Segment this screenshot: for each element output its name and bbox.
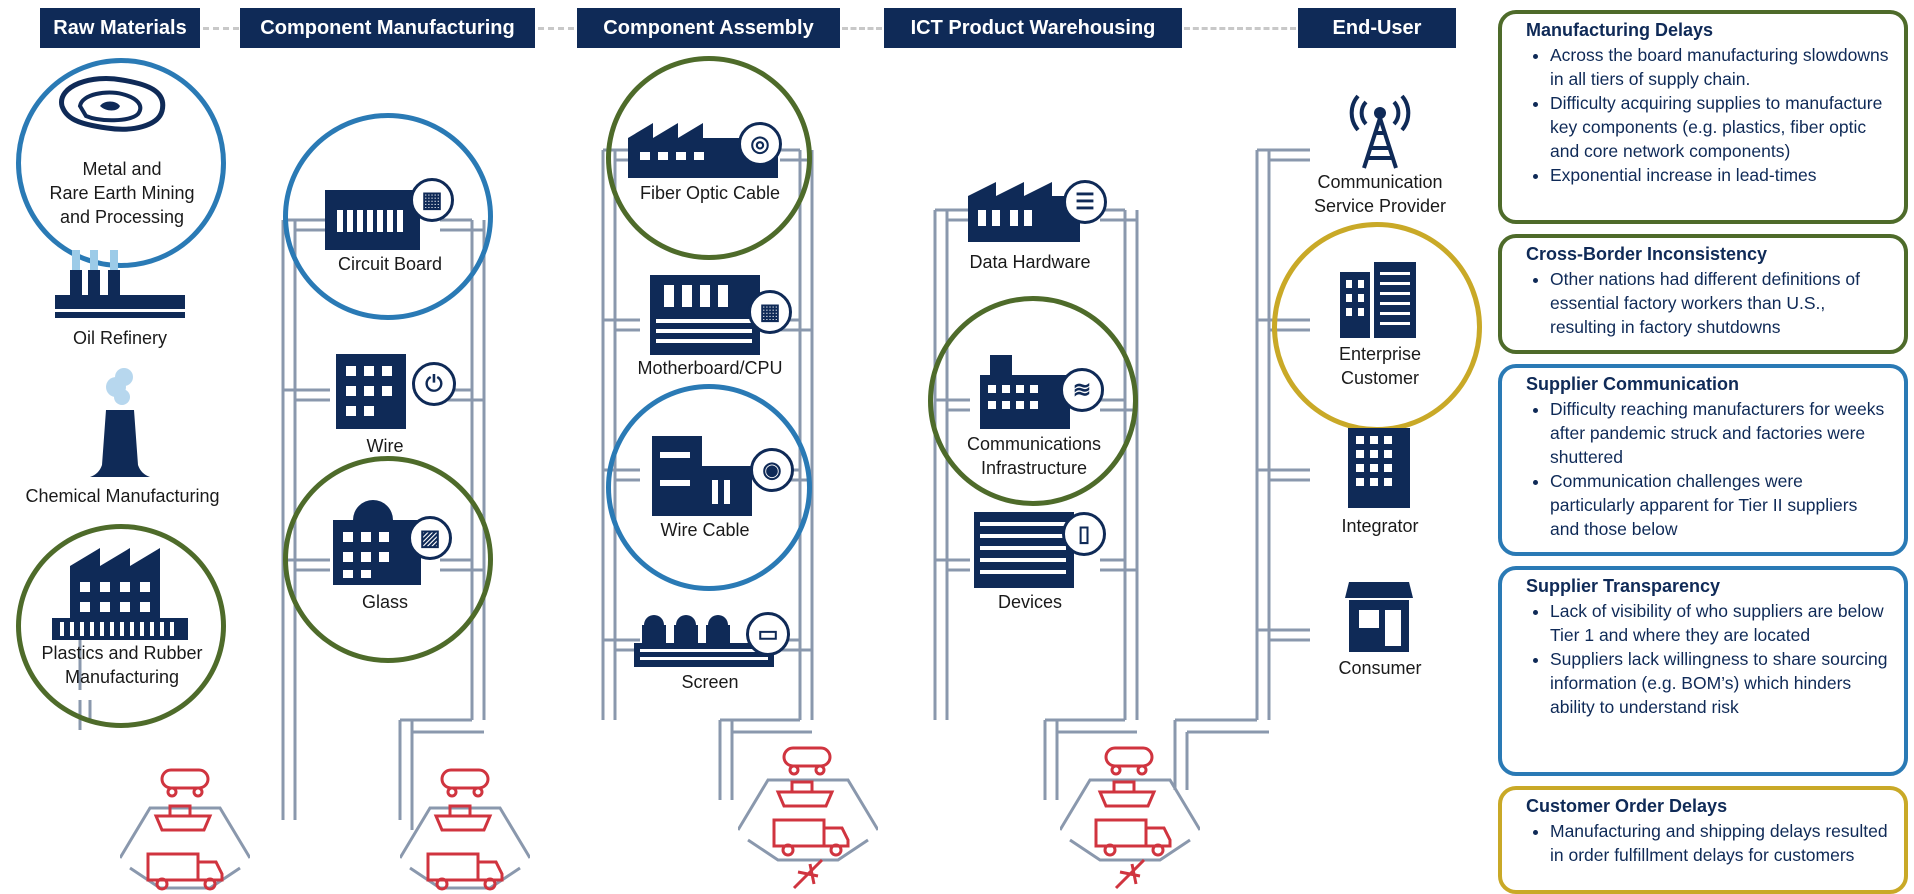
highlight-ring-mining bbox=[16, 58, 226, 268]
csp-label-line2: Service Provider bbox=[1313, 196, 1447, 216]
consumer-label: Consumer bbox=[1338, 658, 1422, 678]
csp-label-line1: Communication bbox=[1317, 172, 1443, 192]
header-divider bbox=[203, 27, 239, 30]
issue-title: Manufacturing Delays bbox=[1526, 20, 1714, 40]
plug-icon: ⏻ bbox=[412, 362, 456, 406]
glass-label: Glass bbox=[361, 592, 408, 612]
mine-icon bbox=[59, 75, 166, 132]
chip-icon: ▦ bbox=[410, 178, 454, 222]
header-component-manufacturing: Component Manufacturing bbox=[240, 8, 535, 48]
issue-bullet: Other nations had different definitions … bbox=[1550, 267, 1890, 339]
issue-title: Customer Order Delays bbox=[1526, 796, 1728, 816]
integrator-label: Integrator bbox=[1341, 516, 1419, 536]
enterprise-building-icon bbox=[1340, 262, 1416, 338]
motherboard-factory-icon bbox=[650, 275, 760, 355]
enterprise-label-line2: Customer bbox=[1340, 368, 1420, 388]
glass-factory-icon bbox=[333, 500, 421, 585]
refinery-icon bbox=[55, 250, 185, 318]
transport-hub-4 bbox=[1060, 746, 1200, 890]
refinery-label: Oil Refinery bbox=[72, 328, 168, 348]
storefront-icon bbox=[1345, 582, 1413, 652]
highlight-ring-plastics bbox=[16, 524, 226, 728]
mining-label-line2: Rare Earth Mining bbox=[49, 183, 195, 203]
wire-label: Wire bbox=[366, 436, 404, 456]
issue-box-supplier-transparency: Supplier Transparency Lack of visibility… bbox=[1498, 566, 1908, 776]
issue-bullet: Lack of visibility of who suppliers are … bbox=[1550, 599, 1890, 647]
cpu-icon: ▦ bbox=[748, 290, 792, 334]
header-raw-materials: Raw Materials bbox=[40, 8, 200, 48]
mining-label-line3: and Processing bbox=[59, 207, 185, 227]
cable-coil-icon: ◉ bbox=[750, 448, 794, 492]
fiber-factory-icon bbox=[628, 123, 778, 178]
plastics-label-line1: Plastics and Rubber bbox=[41, 643, 203, 663]
devices-warehouse-icon bbox=[974, 512, 1074, 588]
issue-bullet: Difficulty acquiring supplies to manufac… bbox=[1550, 91, 1890, 163]
data-hardware-label: Data Hardware bbox=[969, 252, 1091, 272]
comms-label-line1: Communications bbox=[966, 434, 1102, 454]
highlight-ring-circuit-board bbox=[283, 113, 493, 320]
header-divider bbox=[538, 27, 574, 30]
issue-title: Supplier Communication bbox=[1526, 374, 1740, 394]
issue-box-customer-order-delays: Customer Order Delays Manufacturing and … bbox=[1498, 786, 1908, 894]
enterprise-label-line1: Enterprise bbox=[1338, 344, 1422, 364]
circuit-board-label: Circuit Board bbox=[337, 254, 443, 274]
chemical-label: Chemical Manufacturing bbox=[25, 486, 220, 506]
issue-bullet: Communication challenges were particular… bbox=[1550, 469, 1890, 541]
cell-tower-icon bbox=[1349, 94, 1411, 169]
fiber-label: Fiber Optic Cable bbox=[639, 183, 781, 203]
issue-bullet: Suppliers lack willingness to share sour… bbox=[1550, 647, 1890, 719]
highlight-ring-glass bbox=[283, 456, 493, 663]
transport-hub-1 bbox=[120, 768, 250, 891]
header-component-assembly: Component Assembly bbox=[577, 8, 840, 48]
circuit-board-factory-icon bbox=[325, 190, 420, 250]
issue-title: Cross-Border Inconsistency bbox=[1526, 244, 1768, 264]
issue-title: Supplier Transparency bbox=[1526, 576, 1721, 596]
comms-building-icon bbox=[980, 355, 1070, 429]
highlight-ring-fiber bbox=[606, 56, 812, 260]
issue-box-manufacturing-delays: Manufacturing Delays Across the board ma… bbox=[1498, 10, 1908, 224]
transport-hub-2 bbox=[400, 768, 530, 891]
header-divider bbox=[1184, 27, 1296, 30]
chemical-plant-icon bbox=[90, 368, 150, 477]
plastics-factory-icon bbox=[52, 548, 188, 640]
integrator-building-icon bbox=[1348, 428, 1410, 508]
screen-factory-icon bbox=[634, 615, 774, 667]
issue-box-supplier-communication: Supplier Communication Difficulty reachi… bbox=[1498, 364, 1908, 556]
transport-hub-3 bbox=[738, 746, 878, 890]
plastics-label-line2: Manufacturing bbox=[64, 667, 180, 687]
issue-bullet: Across the board manufacturing slowdowns… bbox=[1550, 43, 1890, 91]
server-icon: ☰ bbox=[1063, 180, 1107, 224]
data-hardware-warehouse-icon bbox=[968, 182, 1080, 242]
highlight-ring-wire-cable bbox=[606, 384, 812, 591]
wire-cable-label: Wire Cable bbox=[660, 520, 750, 540]
smartphone-icon: ▯ bbox=[1062, 512, 1106, 556]
highlight-ring-comms-infrastructure bbox=[928, 296, 1138, 506]
comms-label-line2: Infrastructure bbox=[980, 458, 1088, 478]
issue-box-cross-border: Cross-Border Inconsistency Other nations… bbox=[1498, 234, 1908, 354]
wire-factory-icon bbox=[336, 354, 406, 429]
cable-reel-icon: ◎ bbox=[738, 122, 782, 166]
motherboard-label: Motherboard/CPU bbox=[637, 358, 783, 378]
screen-label: Screen bbox=[681, 672, 739, 692]
issue-bullet: Difficulty reaching manufacturers for we… bbox=[1550, 397, 1890, 469]
issue-bullet: Manufacturing and shipping delays result… bbox=[1550, 819, 1890, 867]
wifi-icon: ≋ bbox=[1060, 368, 1104, 412]
monitor-icon: ▭ bbox=[746, 612, 790, 656]
issue-bullet: Exponential increase in lead-times bbox=[1550, 163, 1890, 187]
header-end-user: End-User bbox=[1298, 8, 1456, 48]
mining-label-line1: Metal and bbox=[82, 159, 162, 179]
glass-pane-icon: ▨ bbox=[408, 516, 452, 560]
devices-label: Devices bbox=[997, 592, 1063, 612]
wire-cable-factory-icon bbox=[652, 436, 752, 516]
header-ict-warehousing: ICT Product Warehousing bbox=[884, 8, 1182, 48]
header-divider bbox=[842, 27, 882, 30]
